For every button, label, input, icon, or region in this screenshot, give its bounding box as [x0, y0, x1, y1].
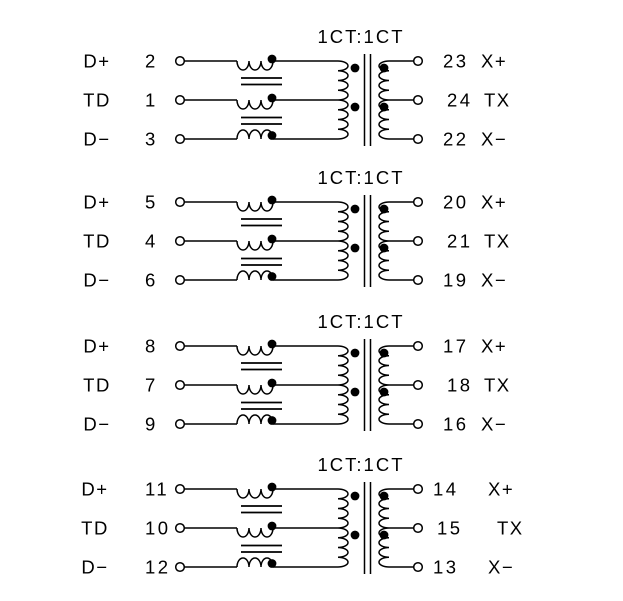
pin-number-left: 7 [145, 375, 158, 396]
pin-number-left: 4 [145, 231, 158, 252]
channel-1: 1CT:1CT D+ TD D− 2 1 3 23 24 22 X+ TX X− [83, 26, 511, 150]
signal-label-left: D− [83, 129, 110, 150]
signal-label-left: TD [83, 231, 111, 252]
signal-label-right: X− [481, 129, 507, 150]
channel-3: 1CT:1CT D+ TD D− 8 7 9 17 18 16 X+ TX X− [83, 311, 511, 435]
signal-label-right: X− [481, 270, 507, 291]
signal-label-right: TX [484, 231, 511, 252]
pin-number-right: 22 [443, 129, 469, 150]
channel-artwork [174, 481, 424, 575]
pin-number-left: 3 [145, 129, 158, 150]
signal-label-right: TX [484, 90, 511, 111]
pin-number-right: 18 [447, 375, 473, 396]
ratio-label: 1CT:1CT [318, 311, 405, 332]
channel-artwork [174, 53, 424, 147]
pin-number-left: 1 [145, 90, 158, 111]
signal-label-left: TD [81, 518, 109, 539]
pin-number-left: 10 [145, 518, 171, 539]
pin-number-right: 23 [443, 51, 469, 72]
signal-label-right: TX [484, 375, 511, 396]
pin-number-right: 13 [433, 557, 459, 578]
pin-number-right: 24 [447, 90, 473, 111]
pin-number-left: 12 [145, 557, 171, 578]
pin-number-right: 14 [433, 479, 459, 500]
signal-label-right: X+ [481, 51, 507, 72]
signal-label-left: TD [83, 90, 111, 111]
signal-label-left: D+ [83, 336, 110, 357]
signal-label-left: D− [83, 414, 110, 435]
signal-label-left: TD [83, 375, 111, 396]
signal-label-right: X+ [488, 479, 514, 500]
signal-label-right: X− [481, 414, 507, 435]
ratio-label: 1CT:1CT [318, 167, 405, 188]
pin-number-right: 15 [437, 518, 463, 539]
channel-2: 1CT:1CT D+ TD D− 5 4 6 20 21 19 X+ TX X− [83, 167, 511, 291]
signal-label-left: D− [81, 557, 108, 578]
pin-number-left: 11 [145, 479, 169, 500]
signal-label-right: X− [488, 557, 514, 578]
pin-number-left: 9 [145, 414, 158, 435]
ratio-label: 1CT:1CT [318, 454, 405, 475]
channel-artwork [174, 194, 424, 288]
pin-number-right: 19 [443, 270, 469, 291]
signal-label-left: D− [83, 270, 110, 291]
signal-label-left: D+ [81, 479, 108, 500]
signal-label-left: D+ [83, 51, 110, 72]
channel-4: 1CT:1CT D+ TD D− 11 10 12 14 15 13 X+ TX… [81, 454, 524, 578]
signal-label-right: TX [497, 518, 524, 539]
pin-number-right: 21 [447, 231, 473, 252]
pin-number-left: 2 [145, 51, 158, 72]
pin-number-left: 8 [145, 336, 158, 357]
pin-number-right: 16 [443, 414, 469, 435]
ratio-label: 1CT:1CT [318, 26, 405, 47]
pin-number-right: 17 [443, 336, 469, 357]
channel-artwork [174, 338, 424, 432]
signal-label-right: X+ [481, 192, 507, 213]
pin-number-left: 5 [145, 192, 158, 213]
signal-label-left: D+ [83, 192, 110, 213]
signal-label-right: X+ [481, 336, 507, 357]
pin-number-right: 20 [443, 192, 469, 213]
pin-number-left: 6 [145, 270, 158, 291]
